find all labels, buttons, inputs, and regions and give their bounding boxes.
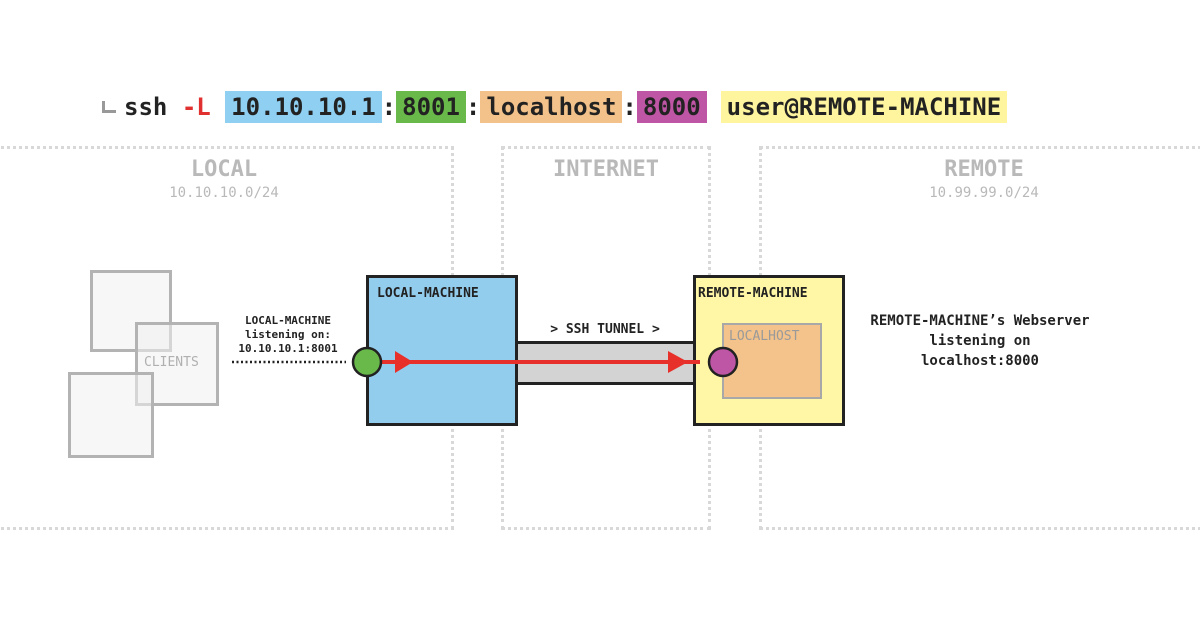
bind-address: 10.10.10.1 xyxy=(225,91,382,123)
zone-local-subnet: 10.10.10.0/24 xyxy=(169,185,279,201)
localhost-title: LOCALHOST xyxy=(729,329,800,344)
clients-label: CLIENTS xyxy=(144,355,199,370)
command-program: ssh xyxy=(124,93,168,121)
webserver-note: REMOTE-MACHINE’s Webserver listening on … xyxy=(845,311,1115,371)
remote-machine-title: REMOTE-MACHINE xyxy=(698,286,808,301)
command-flag: -L xyxy=(181,93,211,121)
client-computer xyxy=(68,372,154,458)
prompt-arrow-icon xyxy=(102,101,116,113)
destination-port: 8000 xyxy=(636,91,707,123)
zone-remote-title: REMOTE xyxy=(944,157,1024,182)
local-listen-note: LOCAL-MACHINE listening on: 10.10.10.1:8… xyxy=(222,314,354,356)
webserver-note-title: REMOTE-MACHINE’s Webserver xyxy=(870,313,1090,329)
ssh-tunnel-label: > SSH TUNNEL > xyxy=(550,322,660,337)
separator: : xyxy=(381,93,397,121)
destination-host: localhost xyxy=(480,91,623,123)
local-port-dot xyxy=(351,346,383,378)
local-machine-box: LOCAL-MACHINE xyxy=(366,275,518,426)
webserver-note-address: localhost:8000 xyxy=(920,353,1039,369)
user-host: user@REMOTE-MACHINE xyxy=(720,91,1008,123)
client-computer xyxy=(135,322,219,406)
local-machine-title: LOCAL-MACHINE xyxy=(377,286,479,301)
zone-remote-subnet: 10.99.99.0/24 xyxy=(929,185,1039,201)
separator: : xyxy=(622,93,637,121)
ssh-command: ssh -L 10.10.10.1 : 8001 : localhost : 8… xyxy=(102,90,1008,124)
localhost-box: LOCALHOST xyxy=(722,323,822,399)
local-listen-note-address: 10.10.10.1:8001 xyxy=(238,342,338,355)
forward-arrow-head-icon xyxy=(395,351,413,373)
local-listen-note-text: listening on: xyxy=(244,328,332,341)
separator: : xyxy=(465,93,481,121)
webserver-note-text: listening on xyxy=(929,333,1031,349)
forward-arrow-head-icon xyxy=(668,351,688,373)
local-listen-note-machine: LOCAL-MACHINE xyxy=(244,314,332,327)
local-port: 8001 xyxy=(396,91,466,123)
zone-internet-title: INTERNET xyxy=(553,157,659,182)
zone-local-title: LOCAL xyxy=(190,157,258,182)
destination-port-dot xyxy=(707,346,739,378)
